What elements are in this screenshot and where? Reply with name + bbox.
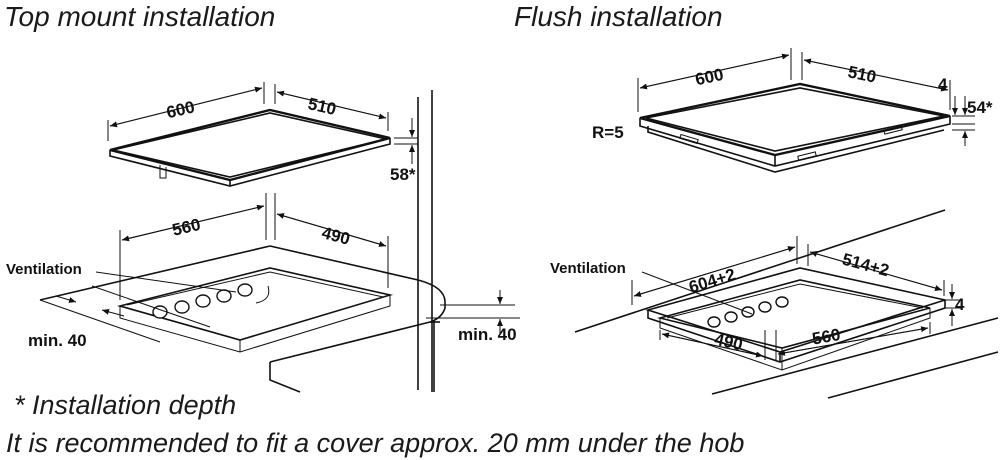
footnote-cover: It is recommended to fit a cover approx.… [6, 428, 744, 458]
top-mount-worktop [39, 90, 446, 393]
fl-cutout-depth: 490 [713, 330, 745, 355]
tm-install-depth: 58* [390, 165, 416, 184]
tm-vent-hole [195, 294, 211, 308]
fl-vent-hole [775, 296, 789, 308]
top-mount-cutout-dimensions [39, 193, 520, 343]
fl-cutout-width: 560 [811, 325, 842, 349]
fl-edge: 4 [938, 75, 948, 94]
tm-cutout-depth: 490 [320, 223, 352, 249]
tm-min-left: min. 40 [28, 331, 87, 350]
fl-vent-hole [707, 316, 721, 328]
tm-hob-width: 600 [165, 97, 197, 122]
fl-vent-hole [758, 301, 772, 313]
top-mount-hob-dimensions [107, 82, 418, 164]
fl-recess-edge: 4 [955, 295, 965, 314]
tm-ventilation-label: Ventilation [6, 261, 82, 278]
flush-worktop [574, 209, 999, 399]
tm-min-right: min. 40 [458, 325, 517, 344]
tm-vent-hole [216, 289, 232, 303]
flush-recess-dimensions [631, 236, 962, 360]
fl-hob-depth: 510 [846, 62, 878, 86]
tm-hob-depth: 510 [306, 94, 338, 119]
fl-ventilation-label: Ventilation [550, 260, 626, 277]
title-flush: Flush installation [514, 1, 723, 32]
tm-cutout-width: 560 [170, 215, 202, 240]
tm-vent-hole [237, 283, 253, 297]
fl-install-depth: 54* [967, 98, 993, 117]
title-top-mount: Top mount installation [4, 1, 275, 32]
flush-hob [639, 82, 951, 173]
fl-recess-depth: 514+2 [840, 250, 891, 281]
tm-vent-hole [174, 300, 190, 314]
fl-radius: R=5 [592, 123, 624, 142]
footnote-installation-depth: * Installation depth [14, 390, 236, 420]
top-mount-hob [109, 108, 391, 187]
fl-vent-hole [724, 311, 738, 323]
fl-hob-width: 600 [694, 65, 726, 89]
flush-hob-dimensions [637, 48, 975, 146]
